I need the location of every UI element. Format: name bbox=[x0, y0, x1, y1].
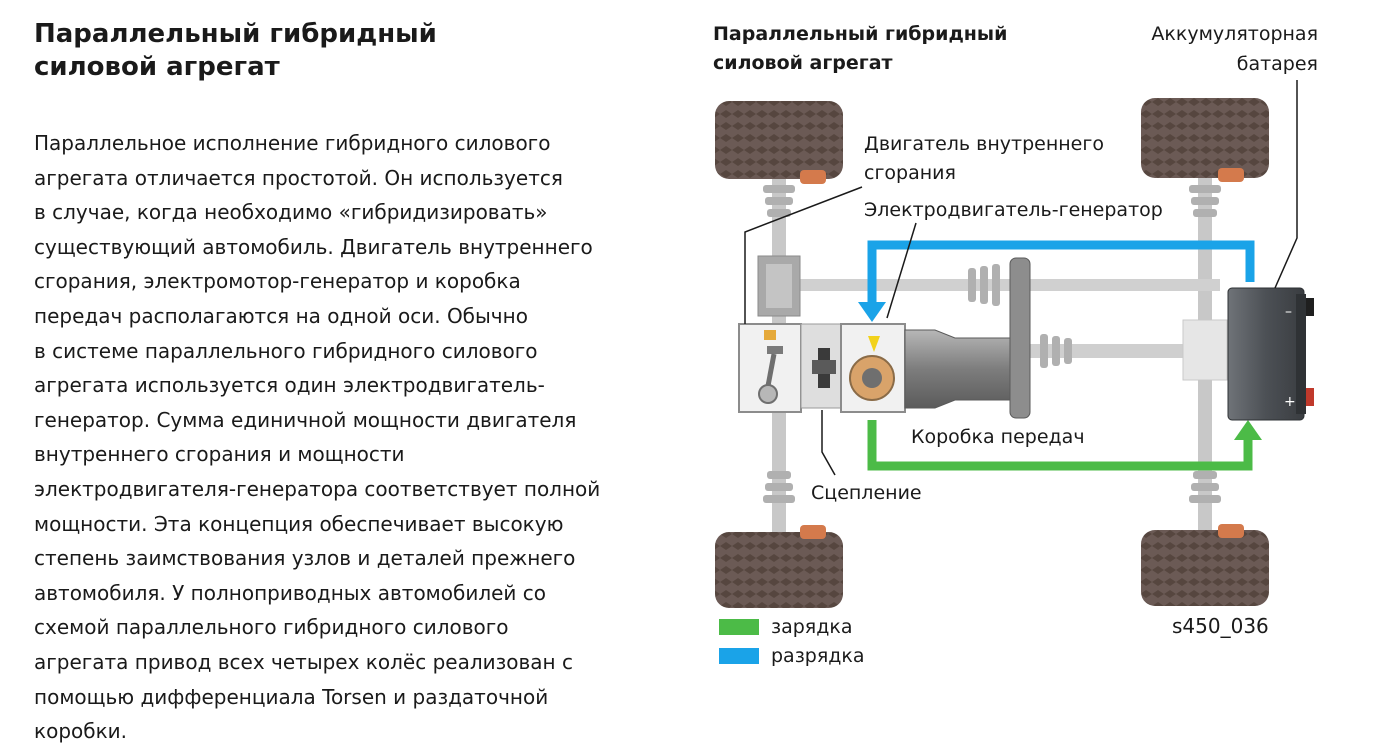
paragraph-line: генератор. Сумма единичной мощности двиг… bbox=[34, 407, 577, 432]
figure-code: s450_036 bbox=[1172, 614, 1269, 638]
wheel-rear-left bbox=[1141, 98, 1269, 182]
wheel-front-right bbox=[715, 525, 843, 608]
gearbox bbox=[904, 257, 1031, 419]
paragraph-line: сгорания, электромотор-генератор и короб… bbox=[34, 269, 521, 294]
page-title: Параллельный гибридный силовой агрегат bbox=[34, 18, 594, 84]
battery-label-line-1: Аккумуляторная bbox=[1151, 23, 1318, 45]
engine-label-line-2: сгорания bbox=[864, 162, 956, 184]
paragraph-line: степень заимствования узлов и деталей пр… bbox=[34, 546, 576, 571]
wheel-rear-right bbox=[1141, 524, 1269, 606]
combustion-engine bbox=[738, 323, 802, 413]
battery-label-line-2: батарея bbox=[1237, 53, 1318, 75]
motor-generator bbox=[840, 323, 906, 413]
paragraph-line: автомобиля. У полноприводных автомобилей… bbox=[34, 580, 547, 605]
paragraph-line: агрегата отличается простотой. Он исполь… bbox=[34, 165, 563, 190]
page-title-line-2: силовой агрегат bbox=[34, 52, 280, 82]
legend-label-charge: зарядка bbox=[771, 616, 853, 638]
clutch bbox=[800, 323, 842, 409]
legend-label-discharge: разрядка bbox=[771, 645, 865, 667]
paragraph-line: в системе параллельного гибридного силов… bbox=[34, 338, 538, 363]
engine-label-line-1: Двигатель внутреннего bbox=[864, 133, 1104, 155]
paragraph-line: коробки. bbox=[34, 719, 128, 744]
description-paragraph: Параллельное исполнение гибридного силов… bbox=[34, 126, 654, 749]
legend-swatch-charge bbox=[719, 619, 759, 635]
legend: зарядка разрядка bbox=[719, 616, 865, 667]
paragraph-line: существующий автомобиль. Двигатель внутр… bbox=[34, 234, 593, 259]
wheel-front-left bbox=[715, 101, 843, 184]
charge-arrowhead bbox=[1234, 420, 1262, 440]
paragraph-line: агрегата привод всех четырех колёс реали… bbox=[34, 649, 573, 674]
discharge-flow-arrow bbox=[867, 240, 1255, 305]
paragraph-line: мощности. Эта концепция обеспечивает выс… bbox=[34, 511, 564, 536]
motor-generator-label: Электродвигатель-генератор bbox=[864, 199, 1163, 221]
diagram-title-line-2: силовой агрегат bbox=[713, 52, 893, 74]
leader-lines bbox=[744, 80, 1298, 476]
clutch-label: Сцепление bbox=[811, 482, 922, 504]
page-title-line-1: Параллельный гибридный bbox=[34, 19, 437, 49]
gearbox-label: Коробка передач bbox=[911, 426, 1085, 448]
paragraph-line: передач располагаются на одной оси. Обыч… bbox=[34, 303, 528, 328]
diagram-title-line-1: Параллельный гибридный bbox=[713, 23, 1007, 45]
battery: – + bbox=[1227, 287, 1314, 421]
paragraph-line: помощью дифференциала Torsen и раздаточн… bbox=[34, 684, 549, 709]
paragraph-line: схемой параллельного гибридного силового bbox=[34, 615, 509, 640]
paragraph-line: агрегата используется один электродвигат… bbox=[34, 373, 545, 398]
discharge-arrowhead bbox=[858, 302, 886, 322]
battery-positive-label: + bbox=[1284, 394, 1296, 410]
paragraph-line: в случае, когда необходимо «гибридизиров… bbox=[34, 200, 548, 225]
paragraph-line: электродвигателя-генератора соответствуе… bbox=[34, 476, 601, 501]
paragraph-line: Параллельное исполнение гибридного силов… bbox=[34, 131, 551, 155]
legend-swatch-discharge bbox=[719, 648, 759, 664]
battery-negative-label: – bbox=[1285, 304, 1292, 320]
paragraph-line: внутреннего сгорания и мощности bbox=[34, 442, 405, 467]
charge-flow-arrow bbox=[867, 420, 1253, 471]
